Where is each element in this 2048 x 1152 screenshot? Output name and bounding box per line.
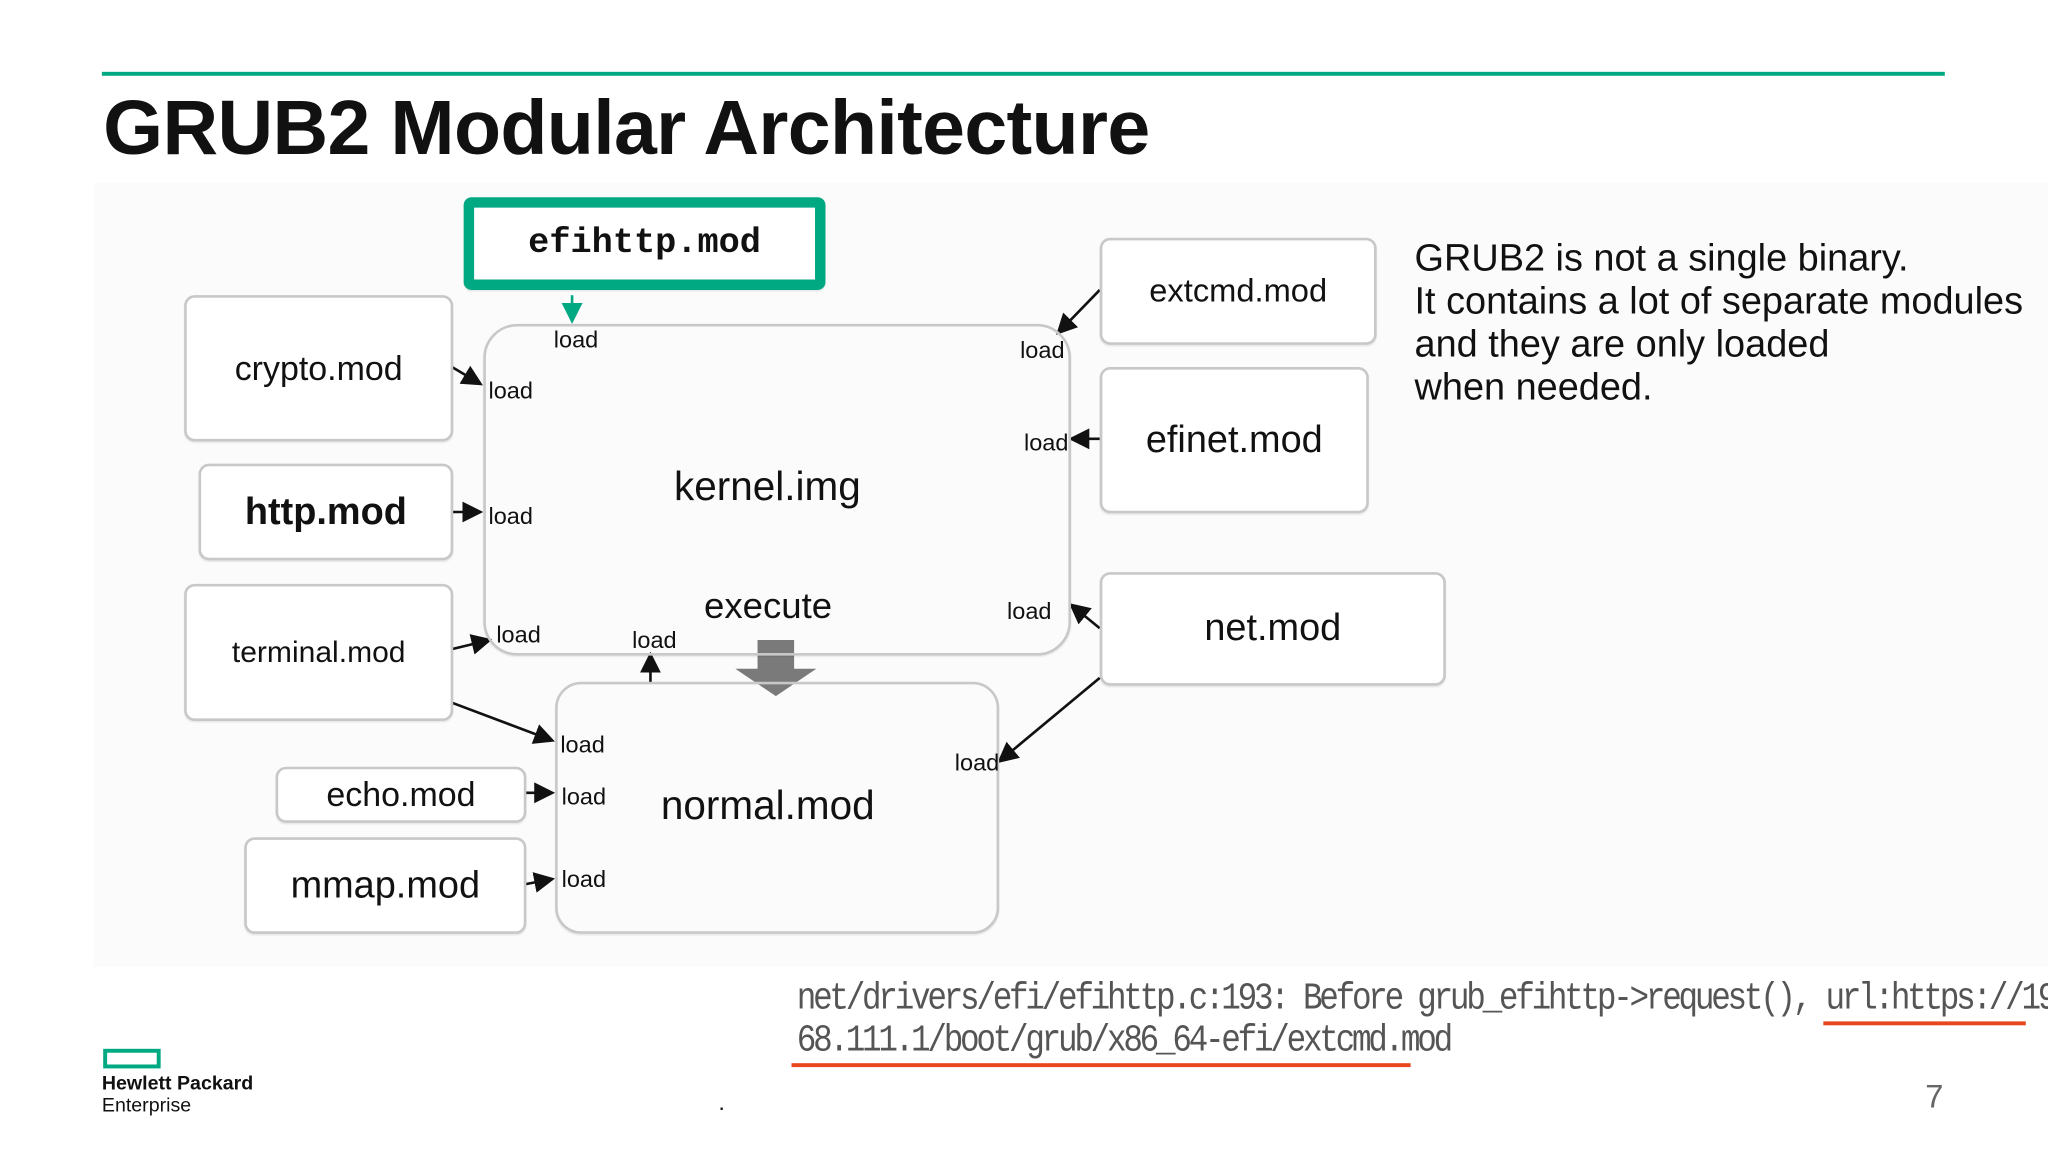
arrow-crypto [451, 365, 483, 386]
module-efihttp: efihttp.mod [463, 197, 826, 290]
module-crypto: crypto.mod [184, 295, 454, 442]
description-line: It contains a lot of separate modules [1414, 280, 2024, 323]
load-label: load [954, 749, 1000, 776]
description-line: and they are only loaded [1414, 323, 1830, 366]
logo-line-2: Enterprise [101, 1094, 192, 1117]
arrow-net-normal [997, 676, 1101, 764]
arrow-terminal-kernel [451, 634, 493, 655]
module-label: extcmd.mod [1149, 272, 1328, 309]
arrow-mmap [524, 872, 556, 893]
page-title: GRUB2 Modular Architecture [103, 84, 1150, 172]
module-label: efihttp.mod [528, 223, 761, 264]
url-underline-2 [791, 1063, 1411, 1068]
load-label: load [560, 731, 605, 758]
description-line: when needed. [1414, 367, 1653, 409]
module-label: echo.mod [326, 774, 476, 814]
arrow-extcmd [1056, 289, 1101, 335]
console-line-1: net/drivers/efi/efihttp.c:193: Before gr… [796, 976, 2048, 1021]
module-efinet: efinet.mod [1099, 367, 1369, 514]
load-label: load [1007, 598, 1052, 625]
module-label: http.mod [244, 490, 407, 533]
arrow-net-kernel [1068, 603, 1101, 630]
module-terminal: terminal.mod [184, 583, 454, 721]
url-underline-1 [1823, 1021, 2026, 1026]
load-label: load [488, 377, 533, 404]
page-number: 7 [1925, 1078, 1944, 1116]
load-label: load [1020, 336, 1065, 364]
module-label: terminal.mod [231, 634, 406, 669]
module-mmap: mmap.mod [244, 837, 527, 934]
load-label: load [488, 502, 533, 529]
module-extcmd: extcmd.mod [1099, 237, 1377, 345]
kernel-img-label: kernel.img [673, 463, 861, 510]
module-http: http.mod [198, 463, 454, 561]
module-label: net.mod [1204, 607, 1342, 650]
stray-dot: . [718, 1089, 725, 1116]
load-label: load [1023, 429, 1069, 456]
load-label: load [561, 865, 607, 893]
normal-mod-box [555, 681, 1000, 934]
normal-mod-label: normal.mod [660, 782, 875, 829]
kernel-img-box [483, 323, 1072, 656]
module-echo: echo.mod [275, 766, 527, 823]
module-label: crypto.mod [234, 348, 403, 388]
module-net: net.mod [1099, 572, 1446, 686]
accent-rule [101, 71, 1945, 76]
description-line: GRUB2 is not a single binary. [1414, 237, 1909, 280]
module-label: mmap.mod [290, 863, 481, 906]
execute-label: execute [703, 585, 833, 626]
hpe-logo-text: Hewlett Packard Enterprise [102, 1072, 253, 1116]
arrow-terminal-normal [451, 701, 555, 744]
hpe-logo-icon [103, 1048, 161, 1069]
description-text: GRUB2 is not a single binary. It contain… [1415, 238, 2024, 410]
logo-line-1: Hewlett Packard [101, 1072, 254, 1095]
load-label: load [632, 626, 677, 654]
load-label: load [496, 621, 541, 648]
module-label: efinet.mod [1145, 418, 1323, 461]
load-label: load [553, 326, 599, 353]
console-line-2: 68.111.1/boot/grub/x86_64-efi/extcmd.mod [796, 1018, 1453, 1063]
load-label: load [561, 783, 607, 810]
